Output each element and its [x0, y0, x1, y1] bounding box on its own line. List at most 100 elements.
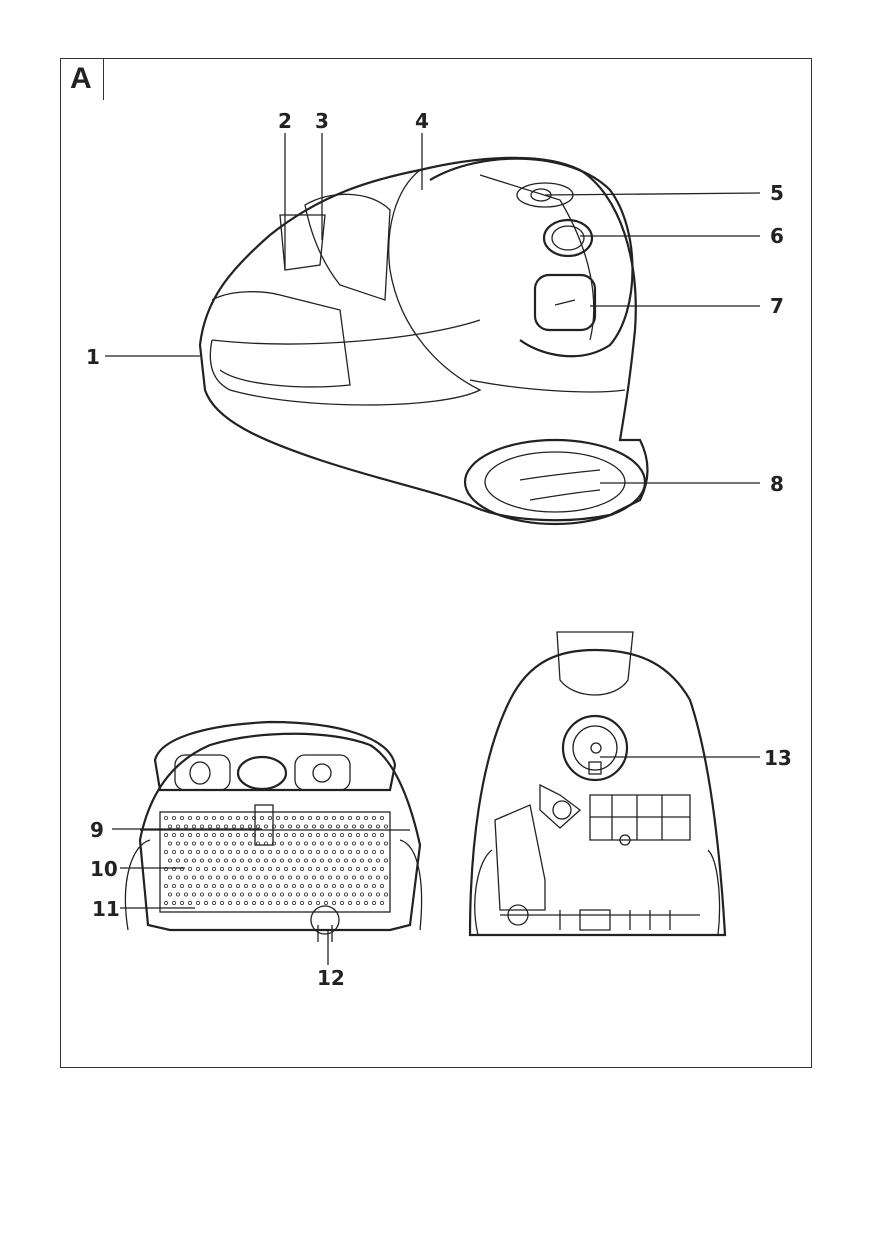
- grille-hole: [383, 875, 388, 880]
- grille-hole: [275, 901, 280, 906]
- grille-hole: [179, 850, 184, 855]
- grille-hole: [299, 901, 304, 906]
- grille-hole: [275, 867, 280, 872]
- grille-hole: [383, 858, 388, 863]
- grille-hole: [343, 858, 348, 863]
- grille-hole: [291, 833, 296, 838]
- grille-hole: [291, 901, 296, 906]
- grille-hole: [287, 858, 292, 863]
- grille-hole: [347, 884, 352, 889]
- grille-hole: [311, 875, 316, 880]
- grille-hole: [339, 816, 344, 821]
- grille-hole: [255, 892, 260, 897]
- grille-hole: [279, 858, 284, 863]
- grille-hole: [327, 858, 332, 863]
- grille-hole: [287, 841, 292, 846]
- grille-hole: [323, 816, 328, 821]
- grille-hole: [199, 841, 204, 846]
- grille-hole: [339, 901, 344, 906]
- grille-hole: [171, 850, 176, 855]
- grille-hole: [299, 816, 304, 821]
- callout-1: 1: [86, 345, 100, 369]
- grille-hole: [355, 884, 360, 889]
- grille-hole: [363, 850, 368, 855]
- grille-hole: [255, 824, 260, 829]
- grille-hole: [259, 816, 264, 821]
- grille-hole: [195, 816, 200, 821]
- grille-hole: [319, 892, 324, 897]
- grille-hole: [207, 875, 212, 880]
- grille-hole: [207, 892, 212, 897]
- grille-hole: [291, 850, 296, 855]
- grille-hole: [307, 850, 312, 855]
- grille-hole: [347, 850, 352, 855]
- grille-hole: [219, 850, 224, 855]
- grille-hole: [367, 892, 372, 897]
- grille-hole: [303, 875, 308, 880]
- grille-hole: [279, 892, 284, 897]
- grille-hole: [335, 892, 340, 897]
- grille-hole: [163, 833, 168, 838]
- grille-hole: [267, 884, 272, 889]
- grille-hole: [267, 816, 272, 821]
- grille-hole: [303, 858, 308, 863]
- grille-hole: [331, 884, 336, 889]
- grille-hole: [343, 841, 348, 846]
- grille-hole: [219, 833, 224, 838]
- vacuum-front-view: [124, 720, 423, 942]
- grille-hole: [183, 858, 188, 863]
- grille-hole: [167, 875, 172, 880]
- grille-hole: [219, 884, 224, 889]
- grille-hole: [239, 892, 244, 897]
- grille-hole: [347, 833, 352, 838]
- grille-hole: [279, 875, 284, 880]
- grille-hole: [195, 884, 200, 889]
- grille-hole: [367, 824, 372, 829]
- grille-hole: [243, 867, 248, 872]
- grille-hole: [243, 884, 248, 889]
- grille-hole: [179, 884, 184, 889]
- grille-hole: [283, 850, 288, 855]
- grille-hole: [187, 850, 192, 855]
- grille-hole: [187, 884, 192, 889]
- grille-hole: [227, 867, 232, 872]
- grille-hole: [235, 901, 240, 906]
- grille-hole: [167, 892, 172, 897]
- grille-hole: [259, 833, 264, 838]
- grille-hole: [171, 884, 176, 889]
- callout-4: 4: [415, 109, 429, 133]
- grille-hole: [287, 824, 292, 829]
- grille-hole: [295, 875, 300, 880]
- grille-hole: [187, 867, 192, 872]
- grille-hole: [295, 892, 300, 897]
- grille-hole: [163, 884, 168, 889]
- grille-hole: [379, 867, 384, 872]
- grille-hole: [375, 858, 380, 863]
- grille-hole: [303, 824, 308, 829]
- grille-holes: [163, 816, 388, 906]
- grille-hole: [247, 892, 252, 897]
- grille-hole: [315, 816, 320, 821]
- grille-hole: [335, 875, 340, 880]
- grille-hole: [355, 833, 360, 838]
- grille-hole: [223, 892, 228, 897]
- grille-hole: [271, 892, 276, 897]
- grille-hole: [283, 901, 288, 906]
- grille-hole: [215, 875, 220, 880]
- grille-hole: [347, 867, 352, 872]
- grille-hole: [215, 858, 220, 863]
- grille-hole: [283, 833, 288, 838]
- grille-hole: [187, 901, 192, 906]
- grille-hole: [263, 824, 268, 829]
- grille-hole: [259, 850, 264, 855]
- callout-13: 13: [764, 746, 792, 770]
- grille-hole: [251, 884, 256, 889]
- callout-5: 5: [770, 181, 784, 205]
- grille-hole: [319, 824, 324, 829]
- grille-hole: [207, 841, 212, 846]
- grille-hole: [359, 824, 364, 829]
- grille-hole: [263, 892, 268, 897]
- grille-hole: [235, 867, 240, 872]
- figure-frame: [60, 58, 812, 1068]
- grille-hole: [259, 884, 264, 889]
